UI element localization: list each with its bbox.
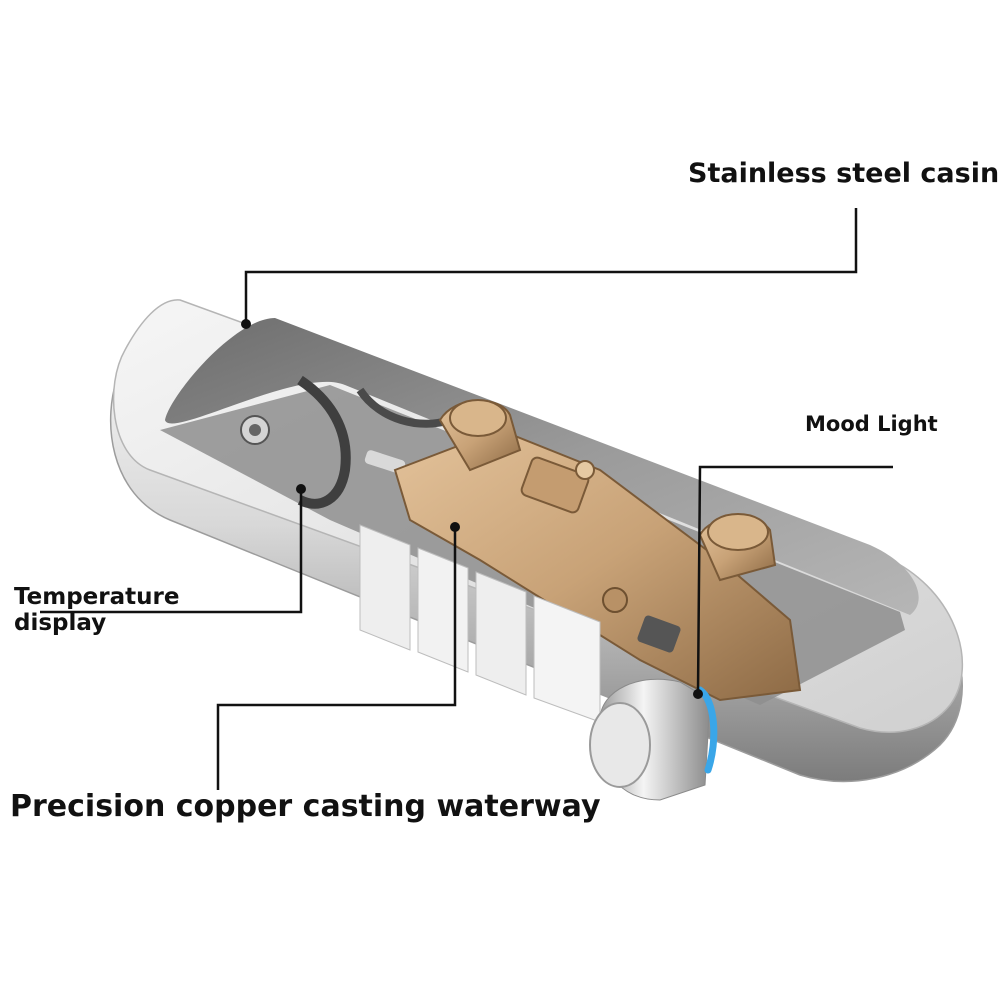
- temperature-display-label: Temperature display: [14, 584, 214, 637]
- mood-light-ring: [696, 686, 718, 774]
- stainless-steel-casing-label: Stainless steel casing: [688, 158, 1000, 189]
- leader-dots: [241, 319, 703, 699]
- copper-leader-line: [216, 527, 457, 790]
- casing-leader-line: [244, 208, 858, 322]
- copper-leader-dot: [450, 522, 460, 532]
- internal-components: [240, 375, 452, 509]
- precision-copper-waterway-label: Precision copper casting waterway: [10, 789, 601, 824]
- casing-leader-dot: [241, 319, 251, 329]
- temperature-leader-dot: [296, 484, 306, 494]
- mood-light-label: Mood Light: [805, 412, 938, 436]
- control-knob: [589, 678, 718, 801]
- leader-lines: [40, 208, 893, 790]
- temperature-display-label-line2: display: [14, 610, 107, 637]
- mood-light-leader-line: [696, 465, 893, 693]
- mood-light-leader-dot: [693, 689, 703, 699]
- temperature-leader-line: [40, 489, 303, 614]
- temperature-display-label-line1: Temperature: [14, 584, 180, 610]
